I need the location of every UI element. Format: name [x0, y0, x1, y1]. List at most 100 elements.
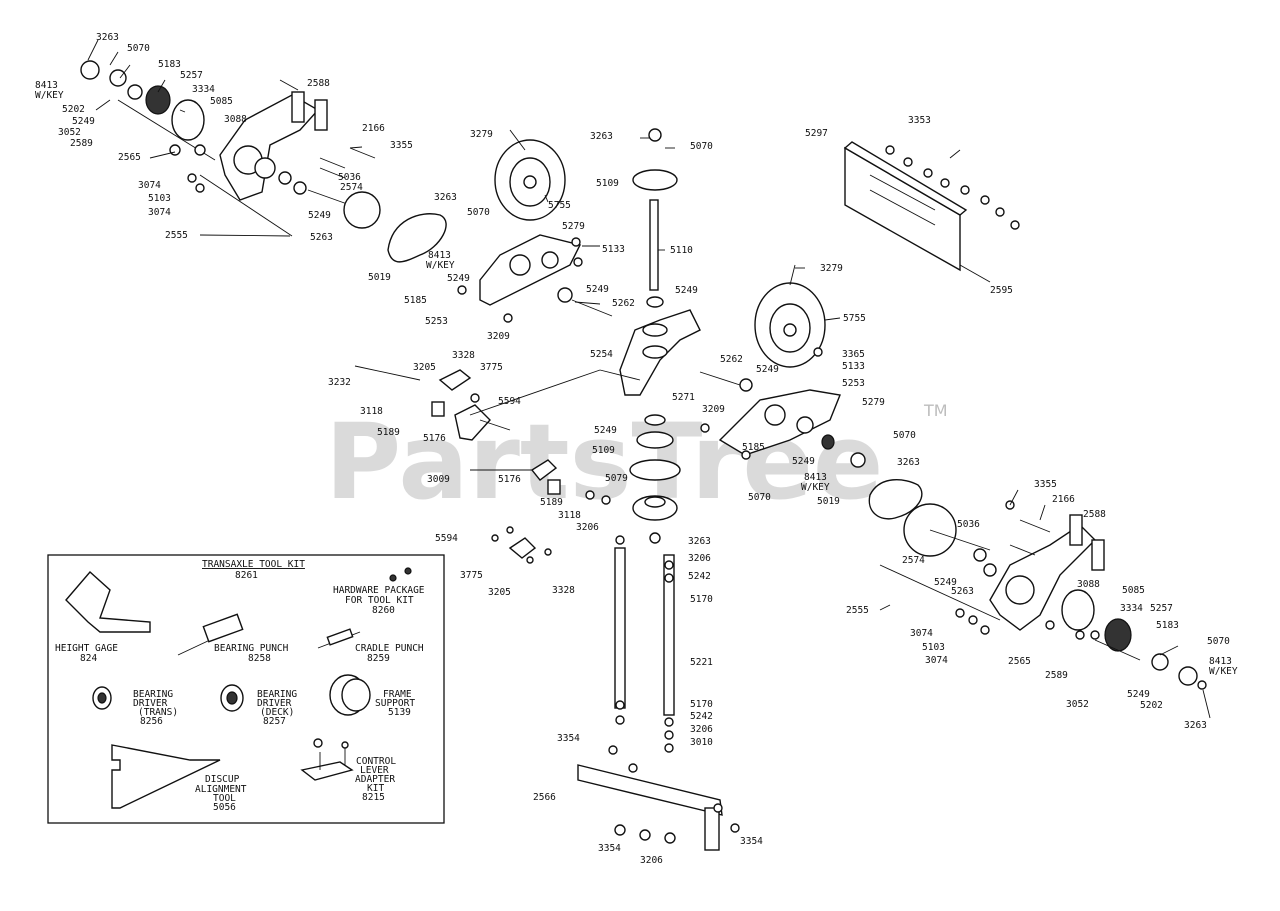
callout: 2589: [70, 138, 93, 149]
callout: 5085: [1122, 585, 1145, 596]
callout: 3775: [460, 570, 483, 581]
callout: 3263: [688, 536, 711, 547]
tool-label: DRIVER: [257, 698, 292, 709]
tool-number: 8258: [248, 653, 271, 664]
callout: 5249: [934, 577, 957, 588]
tool-number: 8215: [362, 792, 385, 803]
callout: 5249: [72, 116, 95, 127]
callout: 5297: [805, 128, 828, 139]
callout: 5070: [467, 207, 490, 218]
control-lever-adapter-kit-drawing: [300, 738, 354, 781]
tool-kit-title: TRANSAXLE TOOL KIT: [202, 559, 305, 570]
callout: 5036: [957, 519, 980, 530]
callout: 5202: [1140, 700, 1163, 711]
callout: 3074: [925, 655, 948, 666]
callout: 3206: [690, 724, 713, 735]
callout: 3209: [702, 404, 725, 415]
callout: 3206: [688, 553, 711, 564]
callout: 3328: [452, 350, 475, 361]
callout: 3365: [842, 349, 865, 360]
callout: 5133: [842, 361, 865, 372]
callout: 3263: [897, 457, 920, 468]
tool-kit-number: 8261: [235, 570, 258, 581]
callout: 5249: [586, 284, 609, 295]
callout: 5254: [590, 349, 613, 360]
callout: 5133: [602, 244, 625, 255]
callout: 5253: [425, 316, 448, 327]
tool-label: TOOL: [213, 793, 236, 804]
callout: 3354: [598, 843, 621, 854]
callout: 5271: [672, 392, 695, 403]
tool-label: BEARING PUNCH: [214, 643, 289, 654]
callout: 5202: [62, 104, 85, 115]
callout: 3052: [58, 127, 81, 138]
callout: 3088: [1077, 579, 1100, 590]
callout: 5221: [690, 657, 713, 668]
callout: 3334: [192, 84, 215, 95]
callout: 5103: [148, 193, 171, 204]
left-transaxle-assembly: [80, 60, 447, 263]
callout: 3354: [557, 733, 580, 744]
callout: 5070: [893, 430, 916, 441]
callout: 3205: [413, 362, 436, 373]
callout: 3355: [390, 140, 413, 151]
tool-label: (TRANS): [138, 707, 178, 718]
callout: 2589: [1045, 670, 1068, 681]
callout: 5257: [180, 70, 203, 81]
callout: 2166: [1052, 494, 1075, 505]
right-idler-bracket: [699, 347, 866, 468]
callout: 5755: [843, 313, 866, 324]
callout: 3263: [434, 192, 457, 203]
callout: 5249: [308, 210, 331, 221]
callout: W/KEY: [1209, 666, 1238, 677]
callout: 3205: [488, 587, 511, 598]
callout: 5085: [210, 96, 233, 107]
callout: 3279: [470, 129, 493, 140]
left-idler-bracket: [457, 234, 613, 323]
callout: 8413: [804, 472, 827, 483]
callout: 5070: [690, 141, 713, 152]
callout: 3263: [96, 32, 119, 43]
callout: 2595: [990, 285, 1013, 296]
tool-label: BEARING: [257, 689, 297, 700]
callout: 5253: [842, 378, 865, 389]
tool-label: LEVER: [360, 765, 389, 776]
callout: 3353: [908, 115, 931, 126]
tool-label: CRADLE PUNCH: [355, 643, 424, 654]
hardware-package-drawing: [389, 574, 397, 582]
tool-label: (DECK): [260, 707, 294, 718]
callout: 3052: [1066, 699, 1089, 710]
callout: 3775: [480, 362, 503, 373]
tool-label: FRAME: [383, 689, 412, 700]
callout: 2555: [846, 605, 869, 616]
tool-number: 8259: [367, 653, 390, 664]
callout: 5189: [540, 497, 563, 508]
bearing-punch-drawing: [177, 613, 244, 656]
callout: 8413: [35, 80, 58, 91]
callout: 5279: [862, 397, 885, 408]
callout: 3074: [910, 628, 933, 639]
tie-rod-assembly: [577, 535, 740, 851]
discup-alignment-tool-drawing: [111, 744, 221, 809]
callout: 5263: [951, 586, 974, 597]
callout: 5110: [670, 245, 693, 256]
callout: 2166: [362, 123, 385, 134]
callout: 2565: [1008, 656, 1031, 667]
tool-label: FOR TOOL KIT: [345, 595, 414, 606]
callout: 5109: [596, 178, 619, 189]
callout: 5176: [423, 433, 446, 444]
callout: W/KEY: [35, 90, 64, 101]
callout: 5183: [1156, 620, 1179, 631]
callout: 3206: [640, 855, 663, 866]
height-gage-drawing: [65, 570, 151, 633]
callout: 5109: [592, 445, 615, 456]
frame-plate-2595: [843, 141, 1020, 272]
callout: 2574: [340, 182, 363, 193]
tool-number: 5056: [213, 802, 236, 813]
callout: 5070: [127, 43, 150, 54]
callout: 3009: [427, 474, 450, 485]
callout: 5755: [548, 200, 571, 211]
callout: 5019: [368, 272, 391, 283]
